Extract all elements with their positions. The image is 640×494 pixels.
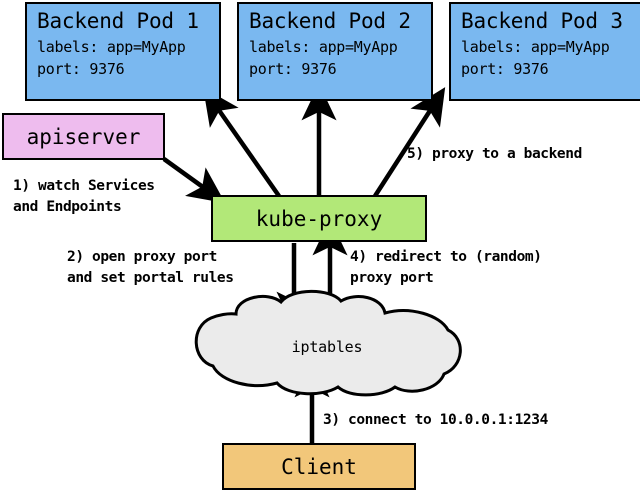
backend-pod-3-box[interactable]: Backend Pod 3 labels: app=MyApp port: 93…	[449, 2, 640, 101]
backend-pod-1-title: Backend Pod 1	[37, 9, 199, 33]
annotation-step-4-line1: 4) redirect to (random)	[350, 249, 542, 265]
backend-pod-1-box[interactable]: Backend Pod 1 labels: app=MyApp port: 93…	[25, 2, 221, 101]
apiserver-label: apiserver	[26, 124, 141, 149]
annotation-step-2-line2: and set portal rules	[67, 270, 234, 286]
annotation-step-3: 3) connect to 10.0.0.1:1234	[323, 410, 548, 431]
backend-pod-2-port: port: 9376	[249, 60, 337, 78]
backend-pod-3-title: Backend Pod 3	[461, 9, 623, 33]
kube-proxy-box[interactable]: kube-proxy	[211, 195, 427, 242]
apiserver-box[interactable]: apiserver	[2, 113, 165, 160]
backend-pod-3-labels: labels: app=MyApp	[461, 38, 610, 56]
backend-pod-2-box[interactable]: Backend Pod 2 labels: app=MyApp port: 93…	[237, 2, 433, 101]
backend-pod-1-port: port: 9376	[37, 60, 125, 78]
annotation-step-4-line2: proxy port	[350, 270, 434, 286]
arrow-apiserver-to-kubeproxy	[162, 157, 226, 204]
backend-pod-3-port: port: 9376	[461, 60, 549, 78]
backend-pod-1-labels: labels: app=MyApp	[37, 38, 186, 56]
annotation-step-5: 5) proxy to a backend	[407, 144, 582, 165]
iptables-label: iptables	[291, 338, 363, 356]
client-box[interactable]: Client	[222, 443, 416, 490]
kube-proxy-label: kube-proxy	[255, 206, 383, 231]
annotation-step-2: 2) open proxy port and set portal rules	[67, 247, 234, 289]
annotation-step-5-line1: 5) proxy to a backend	[407, 146, 582, 162]
client-label: Client	[281, 454, 357, 479]
annotation-step-3-line1: 3) connect to 10.0.0.1:1234	[323, 412, 548, 428]
arrow-kubeproxy-to-pod1	[203, 87, 281, 198]
backend-pod-2-title: Backend Pod 2	[249, 9, 411, 33]
annotation-step-2-line1: 2) open proxy port	[67, 249, 217, 265]
backend-pod-2-labels: labels: app=MyApp	[249, 38, 398, 56]
annotation-step-1-line2: and Endpoints	[13, 199, 122, 215]
annotation-step-1: 1) watch Services and Endpoints	[13, 176, 155, 218]
annotation-step-4: 4) redirect to (random) proxy port	[350, 247, 542, 289]
annotation-step-1-line1: 1) watch Services	[13, 178, 155, 194]
